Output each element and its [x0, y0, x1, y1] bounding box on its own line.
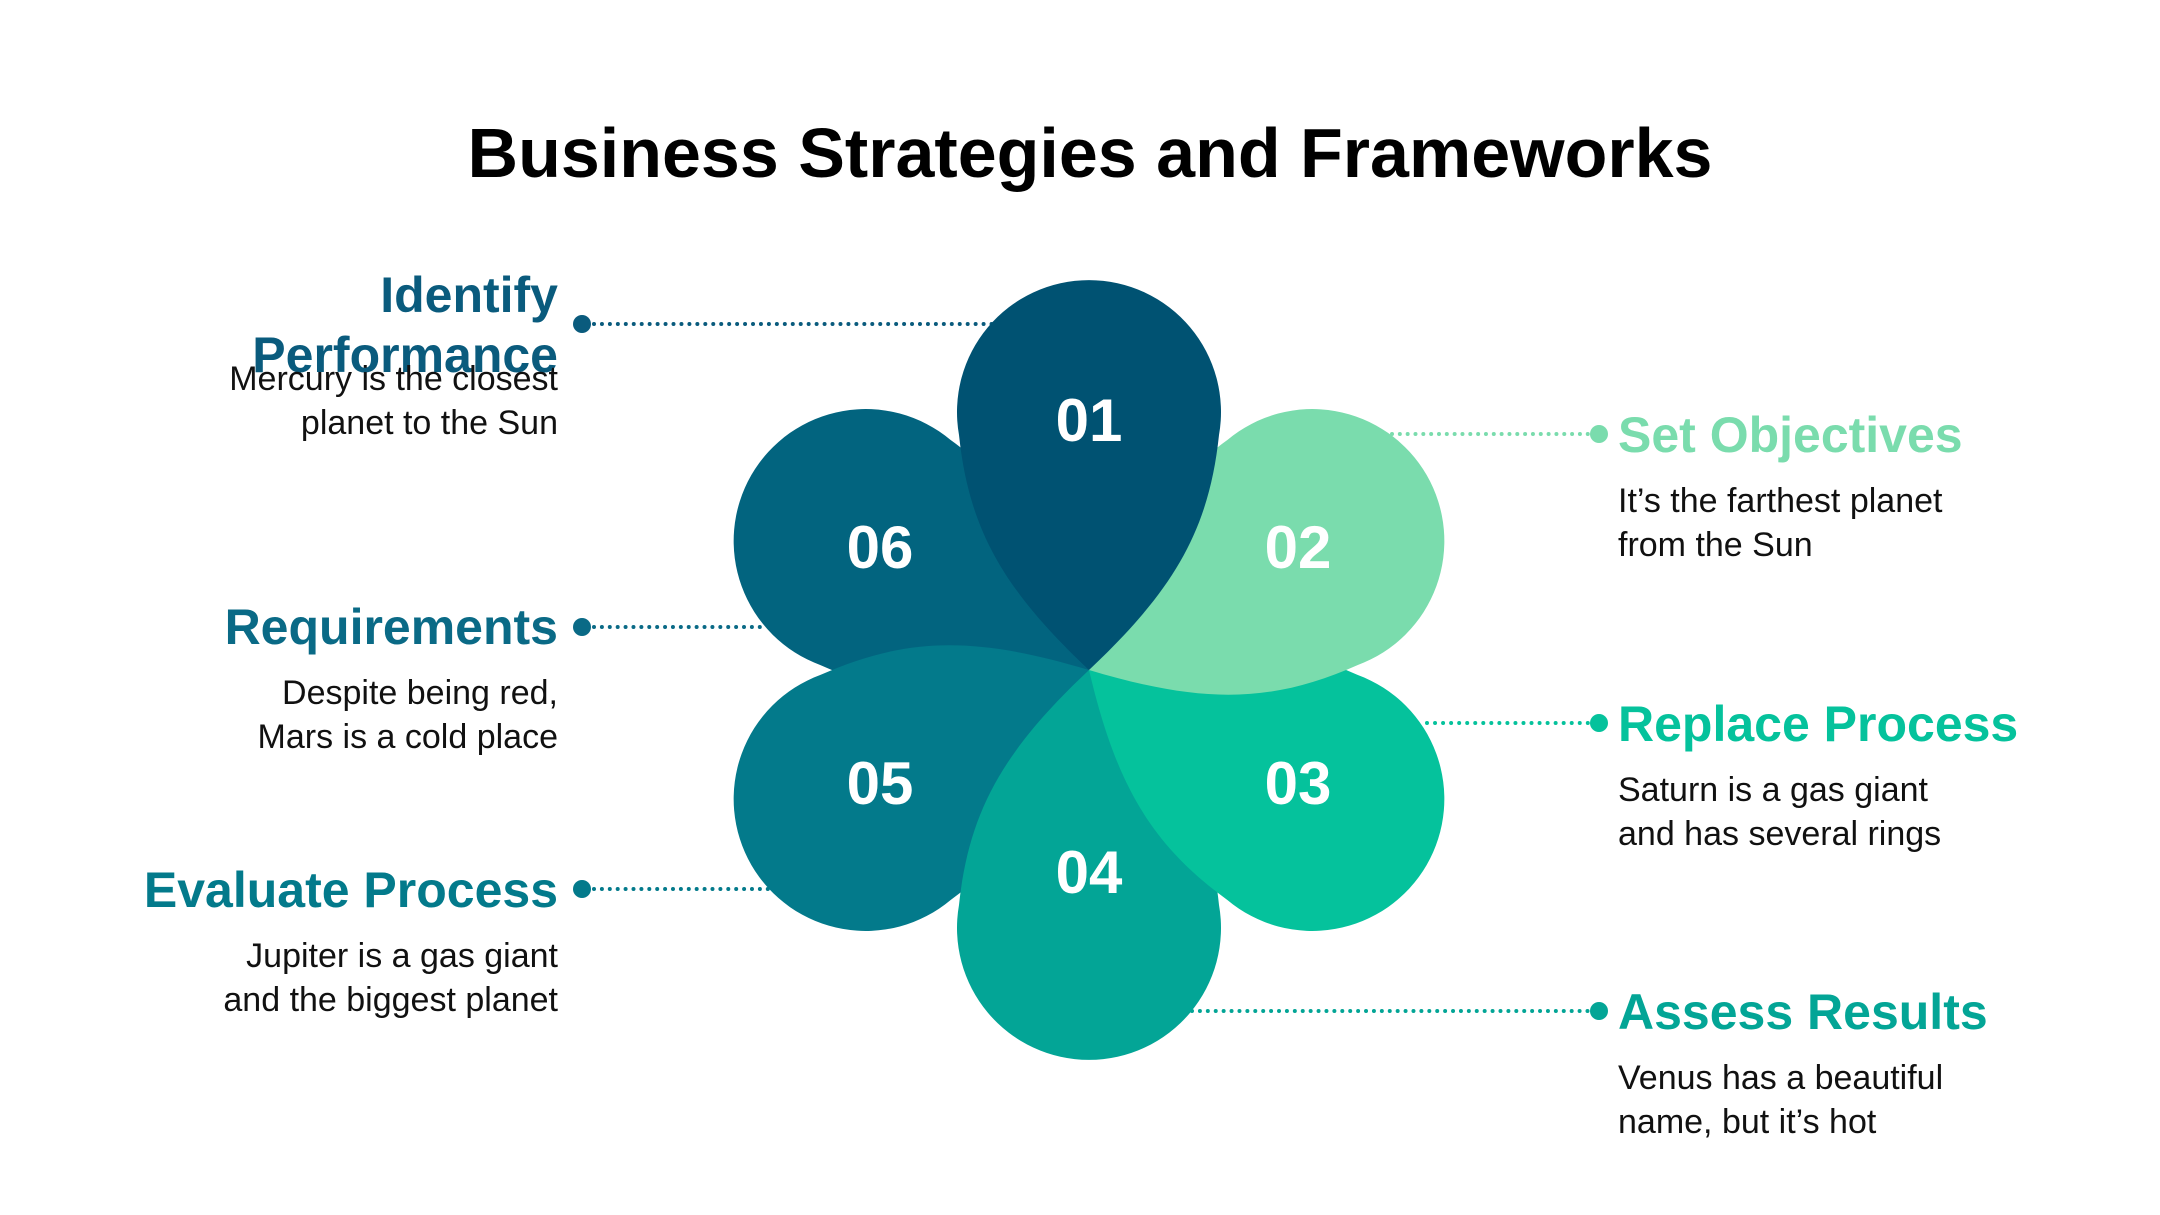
item-description-line1: Jupiter is a gas giant: [246, 937, 558, 975]
item-description-line1: Saturn is a gas giant: [1618, 771, 1928, 809]
item-description-line1: Mercury is the closest: [229, 360, 558, 398]
connector-dot-requirements: [573, 618, 591, 636]
item-description-line2: and the biggest planet: [223, 981, 558, 1019]
connector-dot-identify: [573, 315, 591, 333]
connector-dot-evaluate: [573, 880, 591, 898]
leader-line-identify: [592, 322, 1002, 326]
petal-number-02: 02: [1265, 514, 1332, 581]
item-set-objectives: Set Objectives It’s the farthest planet …: [1618, 405, 2138, 567]
item-heading: Evaluate Process: [143, 862, 558, 918]
item-identify-performance: Identify Performance Mercury is the clos…: [138, 265, 558, 445]
item-requirements: Requirements Despite being red, Mars is …: [138, 597, 558, 759]
petal-05: [733, 645, 1089, 931]
item-assess-results: Assess Results Venus has a beautiful nam…: [1618, 982, 2138, 1144]
item-replace-process: Replace Process Saturn is a gas giant an…: [1618, 694, 2138, 856]
petal-01: [957, 280, 1221, 670]
item-description-line1: Venus has a beautiful: [1618, 1059, 1944, 1097]
item-description-line2: Mars is a cold place: [257, 718, 558, 756]
leader-line-requirements: [592, 625, 762, 629]
connector-dot-assess: [1590, 1002, 1608, 1020]
item-evaluate-process: Evaluate Process Jupiter is a gas giant …: [38, 860, 558, 1022]
item-description-line2: planet to the Sun: [300, 404, 558, 442]
leader-line-replace: [1425, 721, 1590, 725]
connector-dot-replace: [1590, 714, 1608, 732]
item-heading: Set Objectives: [1618, 407, 1963, 463]
item-heading: Identify Performance: [252, 267, 558, 383]
item-description-line2: and has several rings: [1618, 815, 1942, 853]
petal-number-03: 03: [1265, 750, 1332, 817]
item-heading: Replace Process: [1618, 696, 2019, 752]
item-heading: Requirements: [224, 599, 558, 655]
petal-03: [1089, 645, 1445, 931]
leader-line-assess: [1190, 1009, 1590, 1013]
petal-06: [733, 409, 1089, 695]
petal-02: [1089, 409, 1445, 695]
petal-number-06: 06: [847, 514, 914, 581]
petal-number-05: 05: [847, 750, 914, 817]
petal-number-04: 04: [1056, 839, 1123, 906]
item-description-line1: Despite being red,: [282, 674, 558, 712]
item-description-line2: from the Sun: [1618, 526, 1813, 564]
item-description-line1: It’s the farthest planet: [1618, 482, 1943, 520]
leader-line-set-objectives: [1390, 432, 1590, 436]
connector-dot-set-objectives: [1590, 425, 1608, 443]
item-description-line2: name, but it’s hot: [1618, 1103, 1877, 1141]
leader-line-evaluate: [592, 887, 770, 891]
item-heading: Assess Results: [1618, 984, 1988, 1040]
petal-number-01: 01: [1056, 387, 1123, 454]
page-title: Business Strategies and Frameworks: [467, 114, 1713, 192]
